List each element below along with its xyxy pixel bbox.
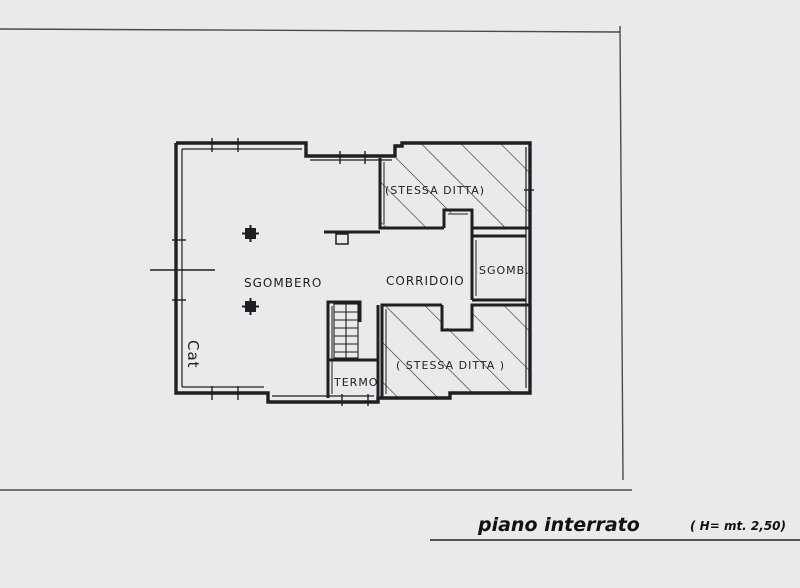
room-label-corridoio: CORRIDOIO xyxy=(386,274,465,288)
caption-title: piano interrato xyxy=(477,514,640,536)
sheet-frame xyxy=(0,25,632,491)
hatched-area-top xyxy=(380,143,530,228)
pillar-marks xyxy=(242,225,259,315)
window-marks xyxy=(150,138,534,406)
handwritten-note: Cat xyxy=(184,340,202,369)
interior-wall-thin xyxy=(331,162,477,394)
staircase xyxy=(333,303,359,359)
room-label-termo: TERMO xyxy=(333,376,378,389)
interior-walls xyxy=(324,158,530,398)
outer-walls xyxy=(174,141,532,404)
caption-height-note: ( H= mt. 2,50) xyxy=(690,519,786,533)
room-label-sgomb: SGOMB. xyxy=(479,264,530,277)
room-label-stessa-ditta-bottom: ( STESSA DITTA ) xyxy=(396,359,505,372)
room-label-sgombero: SGOMBERO xyxy=(244,276,322,290)
room-label-stessa-ditta-top: (STESSA DITTA) xyxy=(385,184,485,197)
hatched-area-bottom xyxy=(382,305,530,398)
column-detail xyxy=(335,233,349,245)
wall-inner-lines xyxy=(181,147,527,397)
